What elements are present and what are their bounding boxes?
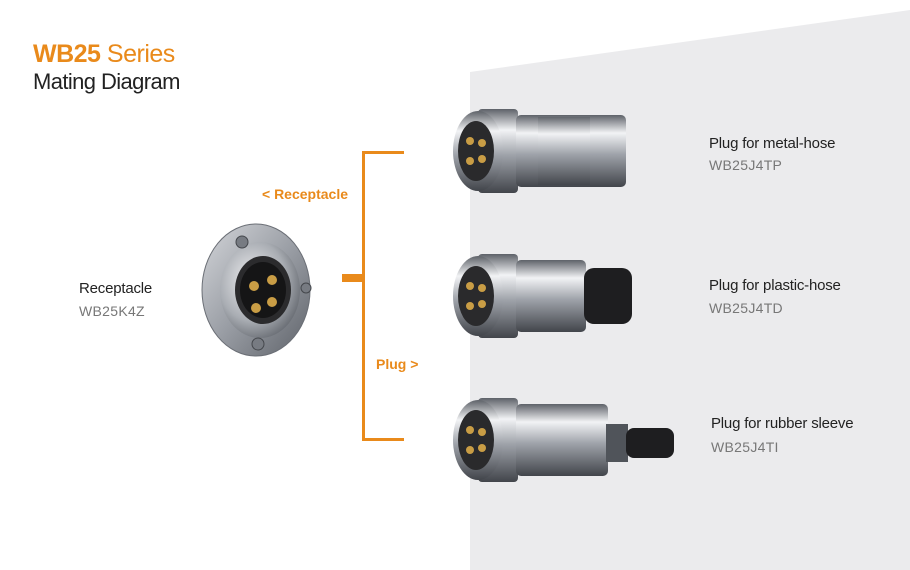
plug-rubber-sleeve-image bbox=[453, 398, 674, 482]
plug-rubber-sleeve-code: WB25J4TI bbox=[711, 439, 779, 455]
receptacle-name: Receptacle bbox=[79, 280, 153, 297]
title-series: Series bbox=[106, 40, 175, 68]
bracket-arm-top bbox=[362, 151, 404, 154]
page-subtitle: Mating Diagram bbox=[33, 69, 180, 94]
bracket-stub bbox=[342, 274, 364, 282]
plug-plastic-hose-code: WB25J4TD bbox=[709, 300, 783, 316]
plug-arrow-label: Plug > bbox=[376, 356, 419, 372]
receptacle-code: WB25K4Z bbox=[79, 303, 145, 319]
plug-plastic-hose-name: Plug for plastic-hose bbox=[709, 277, 841, 294]
bracket-spine bbox=[362, 151, 365, 441]
receptacle-image bbox=[201, 223, 312, 357]
receptacle-arrow-label: < Receptacle bbox=[262, 186, 348, 202]
plug-metal-hose-name: Plug for metal-hose bbox=[709, 135, 836, 152]
plug-metal-hose-image bbox=[453, 109, 626, 193]
plug-metal-hose-code: WB25J4TP bbox=[709, 157, 783, 173]
bracket-arm-bottom bbox=[362, 438, 404, 441]
page-title: WB25 Series bbox=[33, 40, 175, 69]
plug-rubber-sleeve-name: Plug for rubber sleeve bbox=[711, 415, 854, 432]
plug-plastic-hose-image bbox=[453, 254, 632, 338]
title-brand: WB25 bbox=[33, 40, 101, 68]
